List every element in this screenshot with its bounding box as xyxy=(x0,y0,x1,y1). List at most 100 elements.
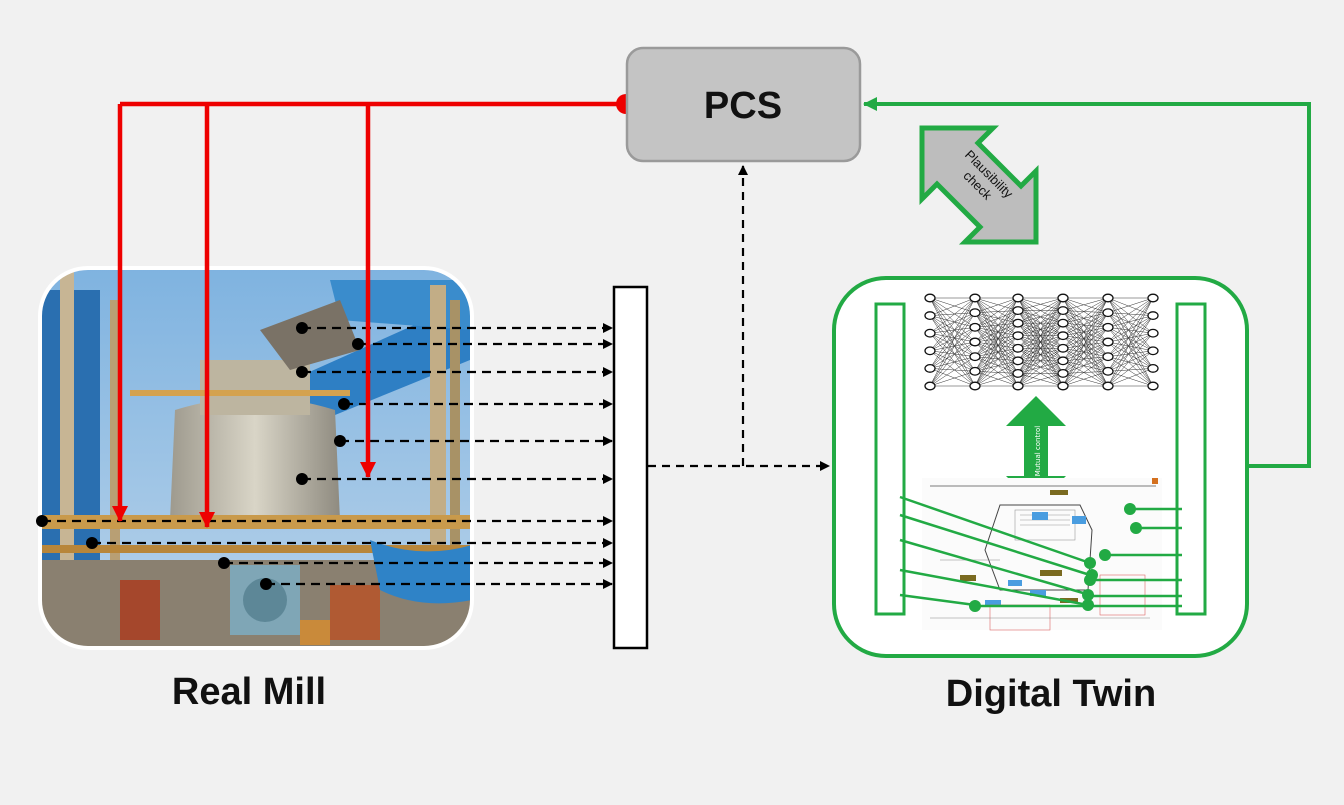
nn-node xyxy=(1012,331,1024,341)
nn-edge xyxy=(974,312,1019,362)
nn-edge xyxy=(1062,312,1109,387)
nn-edge xyxy=(974,310,1019,387)
nn-edge xyxy=(929,332,976,357)
nn-edge xyxy=(974,322,1019,343)
nn-edge xyxy=(929,315,976,372)
nn-node xyxy=(924,346,936,356)
nn-edge xyxy=(1107,315,1154,343)
nn-node xyxy=(1012,318,1024,328)
nn-edge xyxy=(929,297,976,313)
nn-edge xyxy=(1062,348,1109,372)
nn-edge xyxy=(974,297,1019,343)
nn-edge xyxy=(1062,312,1109,324)
nn-node xyxy=(1102,352,1114,362)
nn-edge xyxy=(1062,297,1109,372)
nn-edge xyxy=(974,341,1019,349)
twin-input-bar xyxy=(874,302,906,616)
nn-node xyxy=(1147,381,1159,391)
data-collector-bar xyxy=(612,285,649,650)
plausibility-check-arrow: Plausibility check xyxy=(919,125,1039,245)
nn-node xyxy=(1012,381,1024,391)
nn-edge xyxy=(974,327,1019,349)
nn-edge xyxy=(929,297,976,369)
nn-node xyxy=(1147,293,1159,303)
nn-edge xyxy=(1017,360,1064,387)
nn-edge xyxy=(1107,312,1154,369)
nn-edge xyxy=(1017,310,1064,387)
nn-node xyxy=(1012,368,1024,378)
nn-node xyxy=(1057,293,1069,303)
nn-edge xyxy=(1107,356,1154,369)
nn-edge xyxy=(929,297,976,372)
nn-edge xyxy=(1107,341,1154,369)
nn-edge xyxy=(974,297,1019,328)
mutual-control-label: Mutual control xyxy=(1034,426,1042,476)
nn-edge xyxy=(929,312,976,351)
nn-edge xyxy=(974,348,1019,357)
nn-edge xyxy=(1062,310,1109,387)
nn-edge xyxy=(1062,341,1109,362)
nn-edge xyxy=(1062,373,1109,387)
nn-edge xyxy=(929,312,976,387)
nn-node xyxy=(1102,308,1114,318)
nn-edge xyxy=(1107,327,1154,369)
nn-edge xyxy=(1062,297,1109,311)
nn-edge xyxy=(974,335,1019,372)
nn-edge xyxy=(1107,312,1154,351)
nn-edge xyxy=(1107,312,1154,316)
nn-edge xyxy=(1062,322,1109,328)
nn-edge xyxy=(1062,297,1109,336)
nn-node xyxy=(1147,311,1159,321)
nn-edge xyxy=(974,356,1019,362)
nn-edge xyxy=(1107,297,1154,313)
nn-edge xyxy=(1062,341,1109,374)
nn-edge xyxy=(1062,322,1109,372)
nn-edge xyxy=(929,332,976,343)
nn-edge xyxy=(929,341,976,369)
nn-edge xyxy=(1107,341,1154,352)
nn-edge xyxy=(1062,356,1109,362)
nn-edge xyxy=(1107,350,1154,387)
nn-node xyxy=(1057,318,1069,328)
nn-node xyxy=(924,363,936,373)
nn-node xyxy=(1012,343,1024,353)
nn-edge xyxy=(1107,297,1154,387)
nn-edge xyxy=(929,312,976,334)
nn-edge xyxy=(1062,327,1109,336)
nn-node xyxy=(1057,368,1069,378)
nn-edge xyxy=(1107,333,1154,387)
sensor-points xyxy=(36,322,364,590)
twin-connector-lines xyxy=(899,495,1182,608)
nn-edge xyxy=(1062,327,1109,362)
nn-node xyxy=(969,322,981,332)
nn-edge xyxy=(1107,297,1154,343)
nn-edge xyxy=(1062,327,1109,374)
real-mill-photo xyxy=(40,268,472,648)
real-mill-caption: Real Mill xyxy=(172,671,326,713)
nn-edge xyxy=(974,360,1019,387)
nn-edge xyxy=(929,368,976,372)
nn-edge xyxy=(974,322,1019,357)
twin-feedback-line xyxy=(863,97,1311,468)
nn-edge xyxy=(974,310,1019,328)
nn-edge xyxy=(974,341,1019,362)
nn-node xyxy=(1012,293,1024,303)
nn-edge xyxy=(1062,341,1109,387)
nn-edge xyxy=(1062,297,1109,324)
nn-edge xyxy=(1062,356,1109,374)
photo-frame xyxy=(38,266,474,650)
nn-edge xyxy=(929,327,976,387)
nn-edge xyxy=(974,297,1019,357)
nn-node xyxy=(1102,322,1114,332)
nn-edge xyxy=(1107,297,1154,372)
nn-edge xyxy=(1062,297,1109,362)
nn-edge xyxy=(1062,356,1109,387)
pcs-box[interactable]: PCS xyxy=(625,46,862,163)
nn-edge xyxy=(1017,297,1064,324)
nn-edge xyxy=(974,310,1019,372)
nn-edge xyxy=(1062,371,1109,374)
nn-edge xyxy=(1017,297,1064,374)
nn-edge xyxy=(974,335,1019,357)
nn-edge xyxy=(1062,348,1109,357)
